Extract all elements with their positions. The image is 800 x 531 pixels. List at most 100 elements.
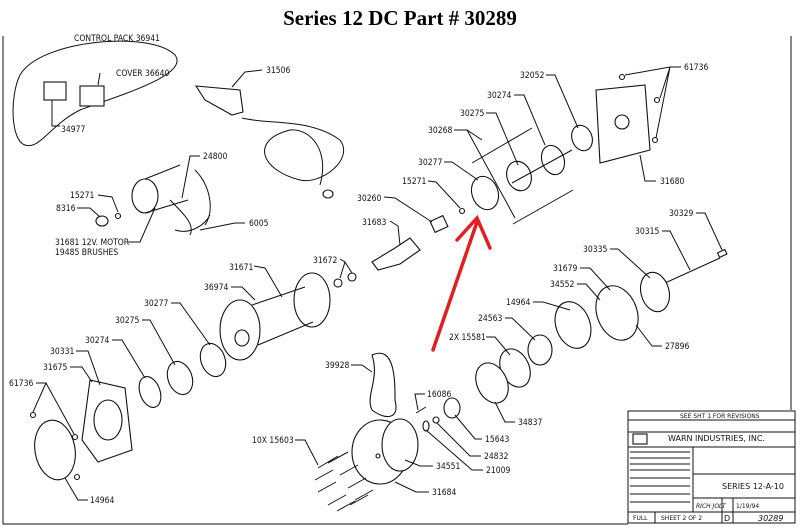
control-pack-part	[43, 81, 67, 101]
gear-housing-face	[381, 418, 419, 472]
label-31680: 31680	[660, 177, 684, 187]
control-pack-cover	[79, 85, 105, 107]
label-6005: 6005	[249, 219, 269, 229]
ring-gear-31679	[595, 285, 639, 341]
red-arrow-annotation	[431, 214, 492, 352]
screw-61736	[73, 473, 81, 481]
remote-control	[194, 85, 244, 116]
housing-bore	[375, 453, 381, 459]
ring-gear-34837	[475, 362, 509, 404]
motor-body	[144, 164, 189, 214]
label-24800: 24800	[203, 152, 227, 162]
nut-15271	[114, 212, 122, 220]
company-name: WARN INDUSTRIES, INC.	[668, 434, 765, 443]
control-pack-outline	[12, 40, 178, 147]
label-24563: 24563	[478, 314, 502, 324]
label-30275: 30275	[460, 109, 484, 119]
drawn-by: RICH JOLT	[696, 503, 727, 510]
label-motor: 31681 12V. MOTOR	[55, 238, 130, 248]
pin-16086	[415, 406, 427, 414]
revisions-note: SEE SHT 1 FOR REVISIONS	[680, 413, 760, 420]
bushing-30274-b	[138, 376, 162, 408]
drum-body	[251, 286, 314, 346]
label-30268: 30268	[428, 126, 452, 136]
ring-30277	[470, 175, 500, 211]
end-housing-bearing	[93, 399, 123, 441]
label-15271: 15271	[70, 191, 94, 201]
label-30331: 30331	[50, 347, 74, 357]
label-14964: 14964	[506, 298, 530, 308]
label-36974: 36974	[204, 283, 228, 293]
remote-plug	[322, 189, 334, 199]
page-title: Series 12 DC Part # 30289	[283, 6, 517, 30]
label-14964-b: 14964	[90, 496, 114, 506]
motor-end	[131, 178, 159, 214]
title-block: SEE SHT 1 FOR REVISIONS WARN INDUSTRIES,…	[627, 410, 796, 524]
screw-61736	[651, 136, 659, 144]
warn-logo	[632, 433, 648, 445]
label-30274: 30274	[487, 91, 511, 101]
label-31506: 31506	[266, 66, 290, 76]
frame-border	[2, 36, 628, 525]
washer-8316	[95, 215, 109, 227]
tie-rod	[471, 127, 533, 164]
washer-32052	[571, 124, 593, 152]
label-31675: 31675	[43, 363, 67, 373]
label-34552: 34552	[550, 280, 574, 290]
ring-30275	[506, 160, 532, 192]
label-34837: 34837	[518, 418, 542, 428]
label-61736: 61736	[684, 63, 708, 73]
label-24832: 24832	[484, 452, 508, 462]
label-cover: COVER 36640	[116, 69, 169, 79]
screw-61736	[29, 411, 37, 419]
label-8316: 8316	[56, 204, 76, 214]
carrier-24563	[527, 334, 553, 366]
sheet-number: SHEET 2 OF 2	[661, 515, 702, 522]
leader-lines	[32, 66, 723, 501]
remote-cable	[241, 117, 345, 186]
label-30274-b: 30274	[85, 336, 109, 346]
label-31679: 31679	[553, 264, 577, 274]
label-27896: 27896	[665, 342, 689, 352]
label-31672: 31672	[313, 256, 337, 266]
part-24832	[432, 416, 440, 424]
label-30277-b: 30277	[144, 299, 168, 309]
drawing-scale: FULL	[633, 515, 648, 522]
part-labels: CONTROL PACK 36941 COVER 36640 34977 315…	[9, 34, 708, 506]
label-30260: 30260	[357, 194, 381, 204]
clutch-handle-39928	[369, 352, 397, 418]
label-61736-b: 61736	[9, 379, 33, 389]
end-housing-bore	[614, 114, 630, 130]
tie-rod	[511, 149, 573, 184]
label-30315: 30315	[635, 227, 659, 237]
label-34551: 34551	[436, 462, 460, 472]
pin-30329	[716, 248, 728, 259]
label-16086: 16086	[427, 390, 451, 400]
part-number: 30289	[758, 514, 783, 523]
bolts-15603	[314, 451, 374, 512]
tie-rod	[512, 189, 574, 225]
label-32052: 32052	[520, 71, 544, 81]
shaft-30315	[664, 257, 721, 284]
washer-31672	[347, 272, 357, 282]
screw-61736	[71, 433, 79, 441]
label-30277: 30277	[418, 158, 442, 168]
drawing-size: D	[724, 514, 730, 523]
ring-30277-b	[199, 342, 227, 378]
ring-30275-b	[166, 360, 194, 396]
gasket-14964-b	[34, 419, 76, 481]
label-brushes: 19485 BRUSHES	[55, 248, 118, 258]
brake-assembly-31683	[371, 237, 421, 271]
drawing-title: SERIES 12-A-10	[722, 482, 784, 491]
drawing-date: 1/19/94	[736, 503, 759, 510]
label-15271-b: 15271	[402, 177, 426, 187]
label-30329: 30329	[669, 209, 693, 219]
label-31684: 31684	[432, 488, 456, 498]
label-15643: 15643	[485, 435, 509, 445]
label-control-pack: CONTROL PACK 36941	[74, 34, 160, 44]
label-21009: 21009	[486, 466, 510, 476]
label-15581: 2X 15581	[449, 333, 486, 343]
label-30275-b: 30275	[115, 316, 139, 326]
